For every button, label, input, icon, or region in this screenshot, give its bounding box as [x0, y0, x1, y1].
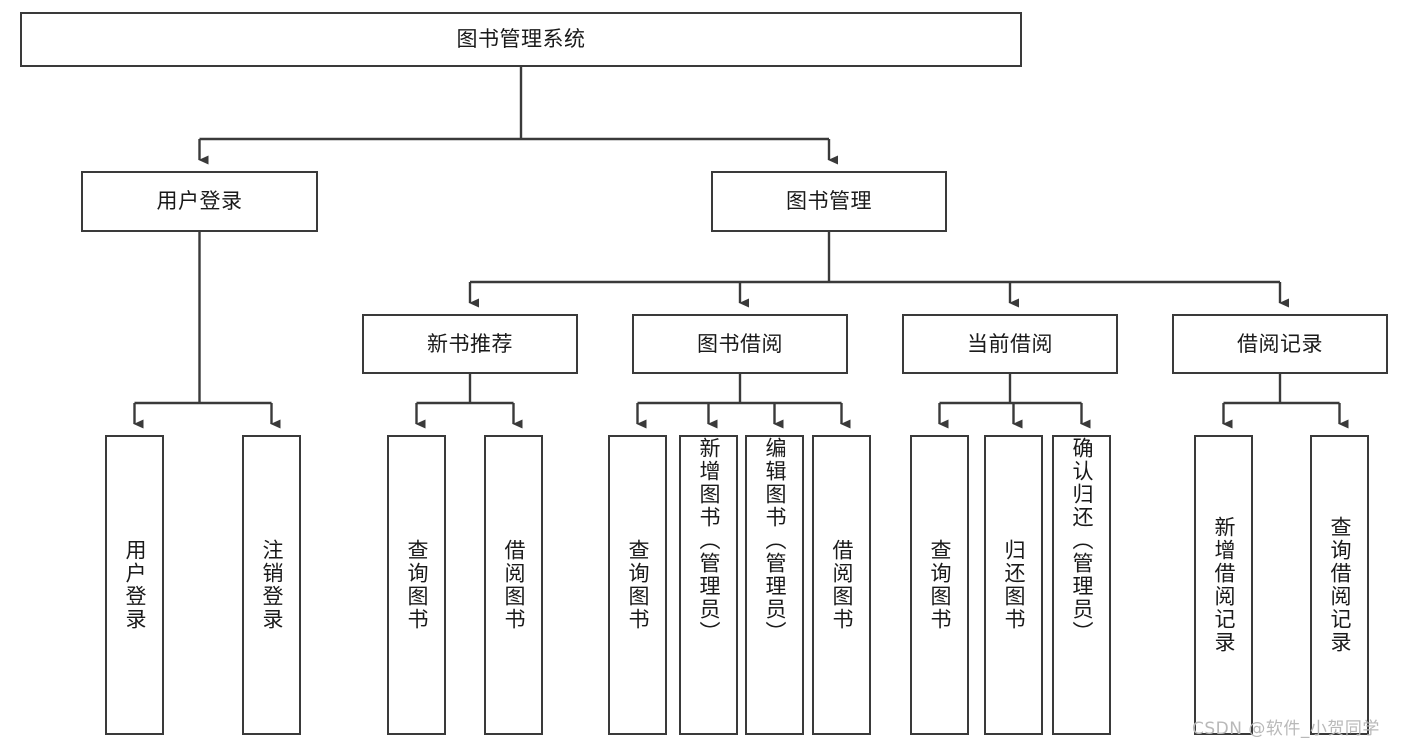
node-label: 查询图书	[405, 539, 429, 631]
node-label: 新增图书（管理员）	[697, 437, 721, 644]
node-label: 借阅图书	[830, 539, 854, 631]
node-label: 新增借阅记录	[1212, 516, 1236, 654]
node-book-borrow[interactable]: 图书借阅	[632, 314, 848, 374]
node-new-book-rec[interactable]: 新书推荐	[362, 314, 578, 374]
node-user-login[interactable]: 用户登录	[81, 171, 318, 232]
node-current-borrow[interactable]: 当前借阅	[902, 314, 1118, 374]
node-leaf-add-book[interactable]: 新增图书（管理员）	[679, 435, 738, 735]
node-leaf-edit-book[interactable]: 编辑图书（管理员）	[745, 435, 804, 735]
node-leaf-return-book[interactable]: 归还图书	[984, 435, 1043, 735]
node-leaf-logout[interactable]: 注销登录	[242, 435, 301, 735]
node-leaf-user-login[interactable]: 用户登录	[105, 435, 164, 735]
node-leaf-borrow-book-2[interactable]: 借阅图书	[812, 435, 871, 735]
node-root[interactable]: 图书管理系统	[20, 12, 1022, 67]
node-label: 图书借阅	[697, 331, 783, 356]
node-label: 图书管理系统	[456, 27, 586, 52]
node-leaf-query-book-1[interactable]: 查询图书	[387, 435, 446, 735]
csdn-watermark: CSDN @软件_小贺同学	[1192, 719, 1380, 739]
node-leaf-add-record[interactable]: 新增借阅记录	[1194, 435, 1253, 735]
node-label: 查询图书	[626, 539, 650, 631]
node-label: 用户登录	[123, 539, 147, 631]
node-label: 注销登录	[260, 539, 284, 631]
node-label: 借阅记录	[1237, 331, 1323, 356]
node-book-manage[interactable]: 图书管理	[711, 171, 947, 232]
node-label: 图书管理	[786, 189, 872, 214]
node-label: 查询借阅记录	[1328, 516, 1352, 654]
node-borrow-record[interactable]: 借阅记录	[1172, 314, 1388, 374]
node-leaf-borrow-book-1[interactable]: 借阅图书	[484, 435, 543, 735]
node-label: 查询图书	[928, 539, 952, 631]
node-label: 用户登录	[156, 189, 243, 214]
node-leaf-query-record[interactable]: 查询借阅记录	[1310, 435, 1369, 735]
node-label: 确认归还（管理员）	[1070, 437, 1094, 644]
node-label: 当前借阅	[967, 331, 1053, 356]
node-leaf-confirm-return[interactable]: 确认归还（管理员）	[1052, 435, 1111, 735]
node-label: 归还图书	[1002, 539, 1026, 631]
node-label: 借阅图书	[502, 539, 526, 631]
node-leaf-query-book-2[interactable]: 查询图书	[608, 435, 667, 735]
node-label: 编辑图书（管理员）	[763, 437, 787, 644]
node-label: 新书推荐	[427, 331, 513, 356]
node-leaf-query-book-3[interactable]: 查询图书	[910, 435, 969, 735]
